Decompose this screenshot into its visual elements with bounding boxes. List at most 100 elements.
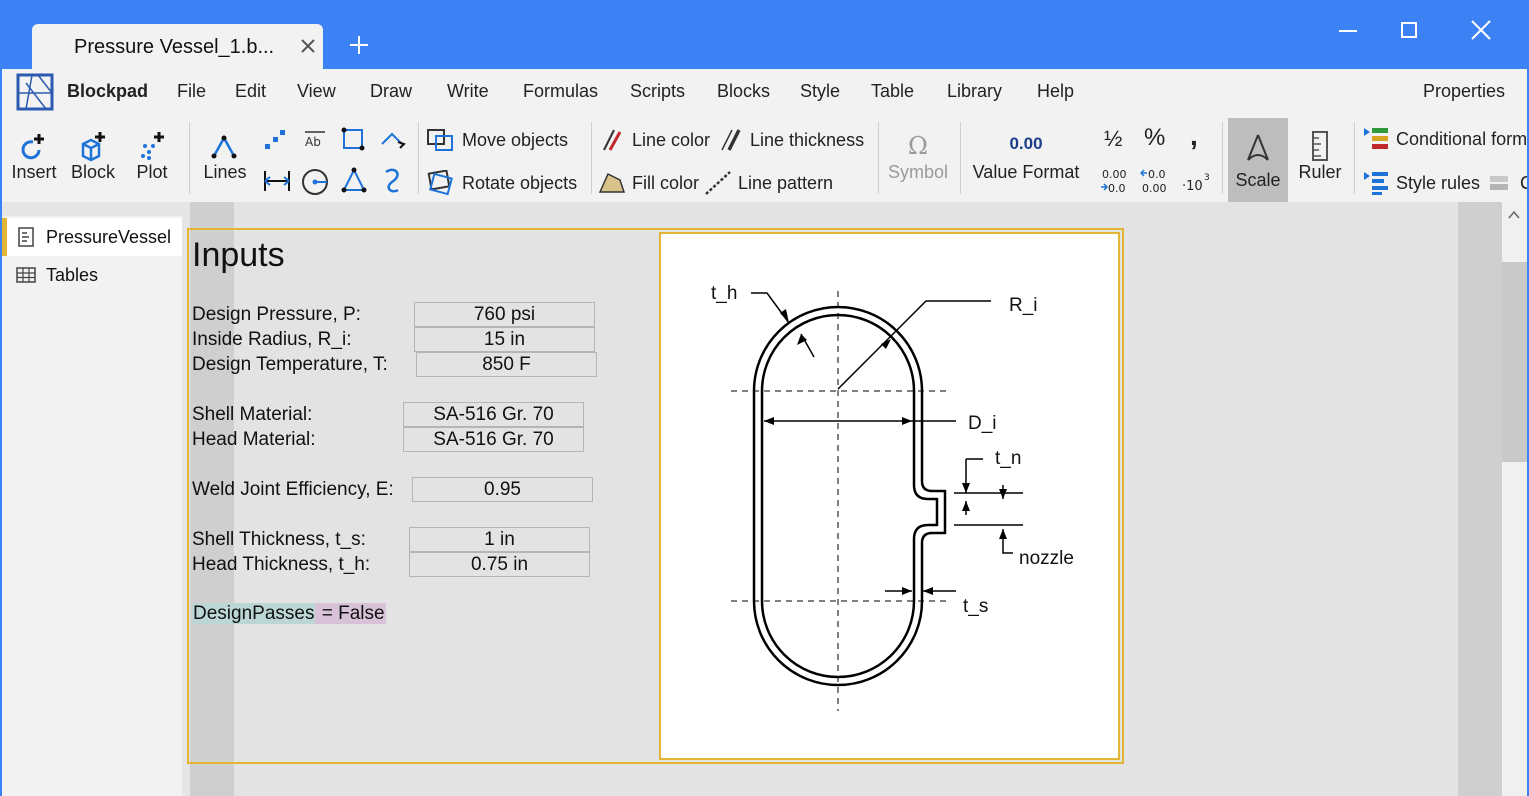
design-passes-result: = False bbox=[315, 603, 386, 624]
more-ribbon-button[interactable]: C bbox=[1488, 170, 1527, 196]
ruler-button[interactable]: Ruler bbox=[1292, 130, 1348, 183]
ribbon-separator bbox=[878, 122, 879, 194]
close-window-icon[interactable] bbox=[1469, 18, 1493, 42]
shell-material-label: Shell Material: bbox=[192, 404, 313, 425]
ribbon-separator bbox=[591, 122, 592, 194]
lines-label: Lines bbox=[203, 162, 247, 182]
insert-icon bbox=[21, 134, 44, 160]
increase-decimal-icon[interactable]: 0.000.0 bbox=[1100, 166, 1134, 196]
inputs-block[interactable]: Inputs Design Pressure, P: 760 psi Insid… bbox=[187, 228, 1124, 764]
ribbon-separator bbox=[189, 122, 190, 194]
arrowhead bbox=[902, 587, 912, 595]
line-color-button[interactable]: Line color bbox=[600, 128, 710, 152]
design-temperature-field[interactable]: 850 F bbox=[416, 352, 597, 377]
dimension-tool-icon[interactable] bbox=[262, 168, 292, 194]
thousands-separator-icon[interactable]: , bbox=[1190, 120, 1198, 151]
shell-thickness-field[interactable]: 1 in bbox=[409, 527, 590, 552]
conditional-format-label: Conditional form bbox=[1396, 128, 1527, 149]
close-tab-icon[interactable] bbox=[298, 36, 318, 56]
arrowhead bbox=[780, 309, 789, 323]
menu-table[interactable]: Table bbox=[871, 81, 915, 101]
vertical-scrollbar[interactable] bbox=[1502, 202, 1527, 796]
decrease-decimal-icon[interactable]: 0.00.00 bbox=[1140, 166, 1174, 196]
lines-button[interactable]: Lines bbox=[200, 130, 250, 183]
text-tool-icon[interactable]: Ab bbox=[302, 126, 328, 152]
symbol-button[interactable]: Ω Symbol bbox=[886, 132, 950, 183]
scrollbar-thumb[interactable] bbox=[1502, 262, 1527, 462]
move-objects-button[interactable]: Move objects bbox=[426, 128, 568, 152]
table-icon bbox=[16, 267, 36, 283]
menu-file[interactable]: File bbox=[177, 81, 207, 101]
arrowhead bbox=[902, 417, 912, 425]
insert-label: Insert bbox=[11, 162, 57, 182]
polygon-tool-icon[interactable] bbox=[340, 166, 368, 194]
scroll-up-icon[interactable] bbox=[1507, 208, 1521, 222]
menu-scripts[interactable]: Scripts bbox=[630, 81, 686, 101]
insert-button[interactable]: Insert bbox=[6, 130, 62, 183]
r-i-leader bbox=[837, 300, 991, 390]
points-tool-icon[interactable] bbox=[262, 128, 288, 154]
design-pressure-field[interactable]: 760 psi bbox=[414, 302, 595, 327]
arrow-tool-icon[interactable] bbox=[378, 126, 406, 152]
rotate-objects-label: Rotate objects bbox=[462, 172, 578, 193]
line-thickness-button[interactable]: Line thickness bbox=[718, 128, 864, 152]
design-passes-variable: DesignPasses bbox=[192, 603, 316, 624]
document-tab[interactable]: Pressure Vessel_1.b... bbox=[32, 24, 323, 69]
curve-tool-icon[interactable] bbox=[380, 166, 404, 194]
rectangle-tool-icon[interactable] bbox=[340, 126, 366, 152]
move-objects-label: Move objects bbox=[462, 129, 569, 150]
head-material-field[interactable]: SA-516 Gr. 70 bbox=[403, 427, 584, 452]
style-rules-icon bbox=[1364, 172, 1388, 195]
ribbon-separator bbox=[960, 122, 961, 194]
minimize-icon[interactable] bbox=[1336, 18, 1360, 42]
menu-style[interactable]: Style bbox=[800, 81, 841, 101]
conditional-format-button[interactable]: Conditional form bbox=[1362, 126, 1527, 152]
scale-button[interactable]: Scale bbox=[1228, 118, 1288, 202]
percent-format-icon[interactable]: % bbox=[1144, 124, 1166, 151]
circle-tool-icon[interactable] bbox=[300, 168, 330, 196]
shell-material-field[interactable]: SA-516 Gr. 70 bbox=[403, 402, 584, 427]
fraction-format-icon[interactable]: ½ bbox=[1104, 126, 1123, 151]
ruler-label: Ruler bbox=[1298, 162, 1342, 182]
inside-radius-label: Inside Radius, R_i: bbox=[192, 329, 352, 350]
maximize-icon[interactable] bbox=[1397, 18, 1421, 42]
sidebar-item-pressurevessel[interactable]: PressureVessel bbox=[2, 218, 182, 256]
menu-write[interactable]: Write bbox=[447, 81, 489, 101]
menu-formulas[interactable]: Formulas bbox=[523, 81, 599, 101]
scientific-notation-icon[interactable]: ·103 bbox=[1180, 166, 1214, 196]
document-icon bbox=[18, 227, 34, 247]
value-format-button[interactable]: 0.00 Value Format bbox=[968, 134, 1084, 183]
menu-blocks[interactable]: Blocks bbox=[717, 81, 771, 101]
arrowhead bbox=[962, 501, 970, 511]
rotate-objects-icon bbox=[427, 170, 453, 196]
sidebar-item-tables[interactable]: Tables bbox=[2, 256, 182, 294]
scale-label: Scale bbox=[1235, 170, 1281, 190]
line-pattern-button[interactable]: Line pattern bbox=[704, 170, 833, 196]
menu-help[interactable]: Help bbox=[1037, 81, 1075, 101]
menu-properties[interactable]: Properties bbox=[1423, 81, 1506, 101]
pressure-vessel-diagram[interactable]: t_h R_i D_i t_n nozzle t_s bbox=[659, 232, 1120, 760]
arrowhead bbox=[999, 529, 1007, 539]
style-rules-button[interactable]: Style rules bbox=[1362, 170, 1480, 196]
weld-joint-efficiency-field[interactable]: 0.95 bbox=[412, 477, 593, 502]
label-t-h: t_h bbox=[711, 283, 737, 304]
shell-thickness-label: Shell Thickness, t_s: bbox=[192, 529, 366, 550]
menu-draw[interactable]: Draw bbox=[370, 81, 413, 101]
menu-edit[interactable]: Edit bbox=[235, 81, 267, 101]
inside-radius-field[interactable]: 15 in bbox=[414, 327, 595, 352]
new-tab-icon[interactable] bbox=[348, 34, 370, 56]
arrowhead bbox=[962, 483, 970, 493]
vessel-drawing: t_h R_i D_i t_n nozzle t_s bbox=[711, 283, 1074, 711]
fill-color-button[interactable]: Fill color bbox=[598, 170, 699, 196]
head-thickness-field[interactable]: 0.75 in bbox=[409, 552, 590, 577]
sidebar-item-label: Tables bbox=[46, 264, 99, 285]
design-pressure-label: Design Pressure, P: bbox=[192, 304, 361, 325]
rotate-objects-button[interactable]: Rotate objects bbox=[426, 170, 577, 196]
menu-view[interactable]: View bbox=[297, 81, 336, 101]
design-passes-formula[interactable]: DesignPasses = False bbox=[192, 603, 386, 625]
svg-text:0.0: 0.0 bbox=[1148, 168, 1166, 181]
plot-button[interactable]: Plot bbox=[126, 130, 178, 183]
menu-library[interactable]: Library bbox=[947, 81, 1003, 101]
block-button[interactable]: Block bbox=[66, 130, 120, 183]
ribbon-toolbar: Insert Block Plot Lines Ab Move objects bbox=[2, 114, 1527, 202]
